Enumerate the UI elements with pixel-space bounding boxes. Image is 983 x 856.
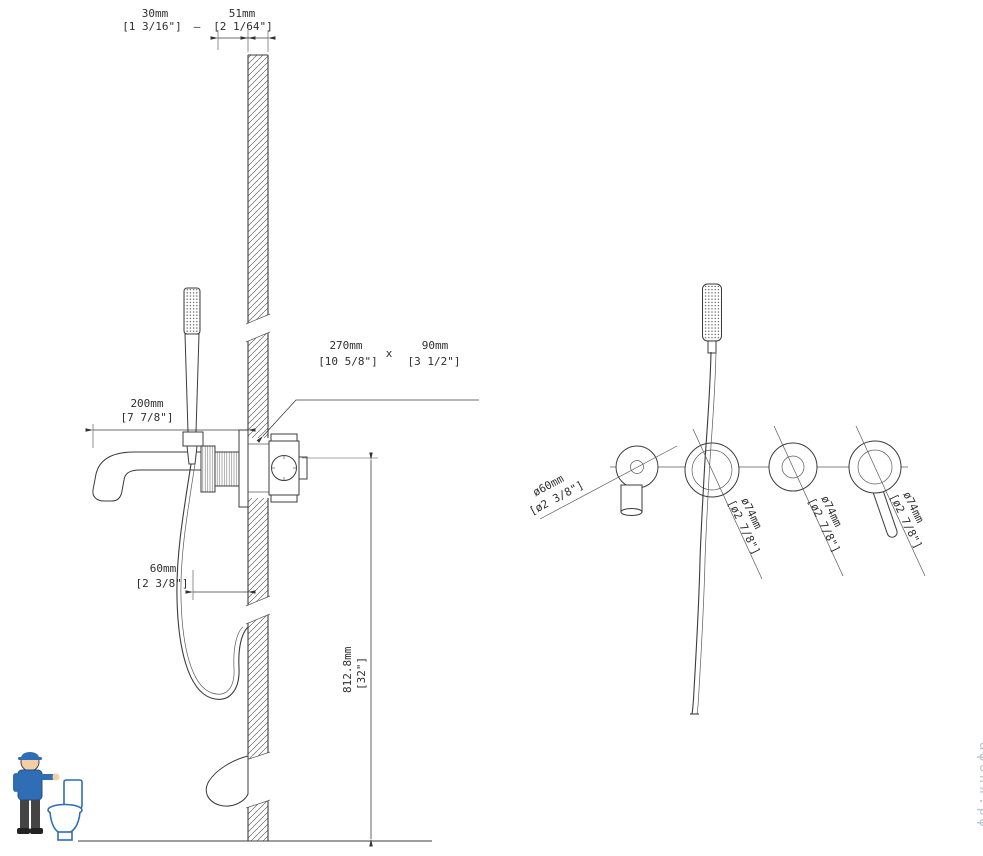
plumber-leg-right	[31, 800, 40, 828]
dim-51mm-label: 51mm	[229, 7, 256, 20]
dim-height-inch-label: [32"]	[355, 657, 368, 690]
dim-plate-separator: x	[386, 347, 393, 360]
side-view: 30mm [1 3/16"] — 51mm [2 1/64"] 200mm [7…	[78, 7, 479, 847]
valve-sleeve	[214, 451, 240, 487]
diverter-handle	[200, 445, 216, 493]
dim-lever-diameter: ø74mm [ø2 7/8"]	[887, 490, 927, 551]
plumber-hand	[52, 773, 60, 781]
hand-shower-side	[182, 287, 204, 465]
plumber-body	[17, 769, 43, 801]
shower-hose-side	[176, 463, 249, 700]
dim-30mm-inch-label: [1 3/16"]	[122, 20, 182, 33]
dimensions-side: 30mm [1 3/16"] — 51mm [2 1/64"] 200mm [7…	[85, 7, 479, 847]
dim-holder-diameter: ø74mm [ø2 7/8"]	[725, 496, 765, 557]
dim-60mm-inch-label: [2 3/8"]	[136, 577, 189, 590]
plumber-arm-left	[13, 773, 19, 792]
wall-bracket-section	[205, 755, 249, 807]
plumber-leg-left	[20, 800, 29, 828]
tub-spout	[92, 451, 202, 502]
shower-holder-side	[182, 431, 204, 447]
spout-outlet-front	[615, 445, 659, 516]
dim-plate-height-inch-label: [3 1/2"]	[408, 355, 461, 368]
watermark-text: афоня.рф	[976, 742, 983, 829]
dim-30mm-label: 30mm	[142, 7, 169, 20]
plumber-shoe-left	[17, 828, 30, 834]
shower-head-front	[702, 283, 722, 342]
toilet-base	[57, 831, 73, 841]
toilet-bowl	[49, 811, 81, 835]
plumber-cap	[21, 752, 39, 758]
hose-nut	[186, 445, 198, 465]
shower-hose-front	[690, 351, 717, 715]
lever-handle-front	[848, 440, 902, 538]
front-view: ø60mm [ø2 3/8"] ø74mm [ø2 7/8"] ø74mm [ø…	[527, 283, 927, 715]
dim-plate-width-inch-label: [10 5/8"]	[318, 355, 378, 368]
plumber-arm-right	[40, 774, 55, 780]
dim-plate-height-label: 90mm	[422, 339, 449, 352]
shower-handle-side	[184, 333, 200, 433]
plumber-mascot-logo	[13, 752, 83, 841]
hand-shower-front	[702, 283, 722, 354]
dim-200mm-label: 200mm	[130, 397, 163, 410]
dim-200mm-inch-label: [7 7/8"]	[121, 411, 174, 424]
dim-51mm-inch-label: [2 1/64"]	[213, 20, 273, 33]
dim-handle-diameter: ø74mm [ø2 7/8"]	[805, 494, 845, 555]
plumber-shoe-right	[30, 828, 43, 834]
escutcheon-plate	[238, 429, 249, 508]
shower-head-side	[183, 287, 201, 335]
dimension-leaders-front	[539, 425, 926, 580]
dim-plate-width-label: 270mm	[329, 339, 362, 352]
dim-spout-diameter: ø60mm [ø2 3/8"]	[527, 472, 586, 518]
dim-dash: —	[194, 20, 201, 33]
dim-height-label: 812.8mm	[341, 646, 354, 693]
mixer-valve	[200, 429, 308, 508]
dim-60mm-label: 60mm	[150, 562, 177, 575]
